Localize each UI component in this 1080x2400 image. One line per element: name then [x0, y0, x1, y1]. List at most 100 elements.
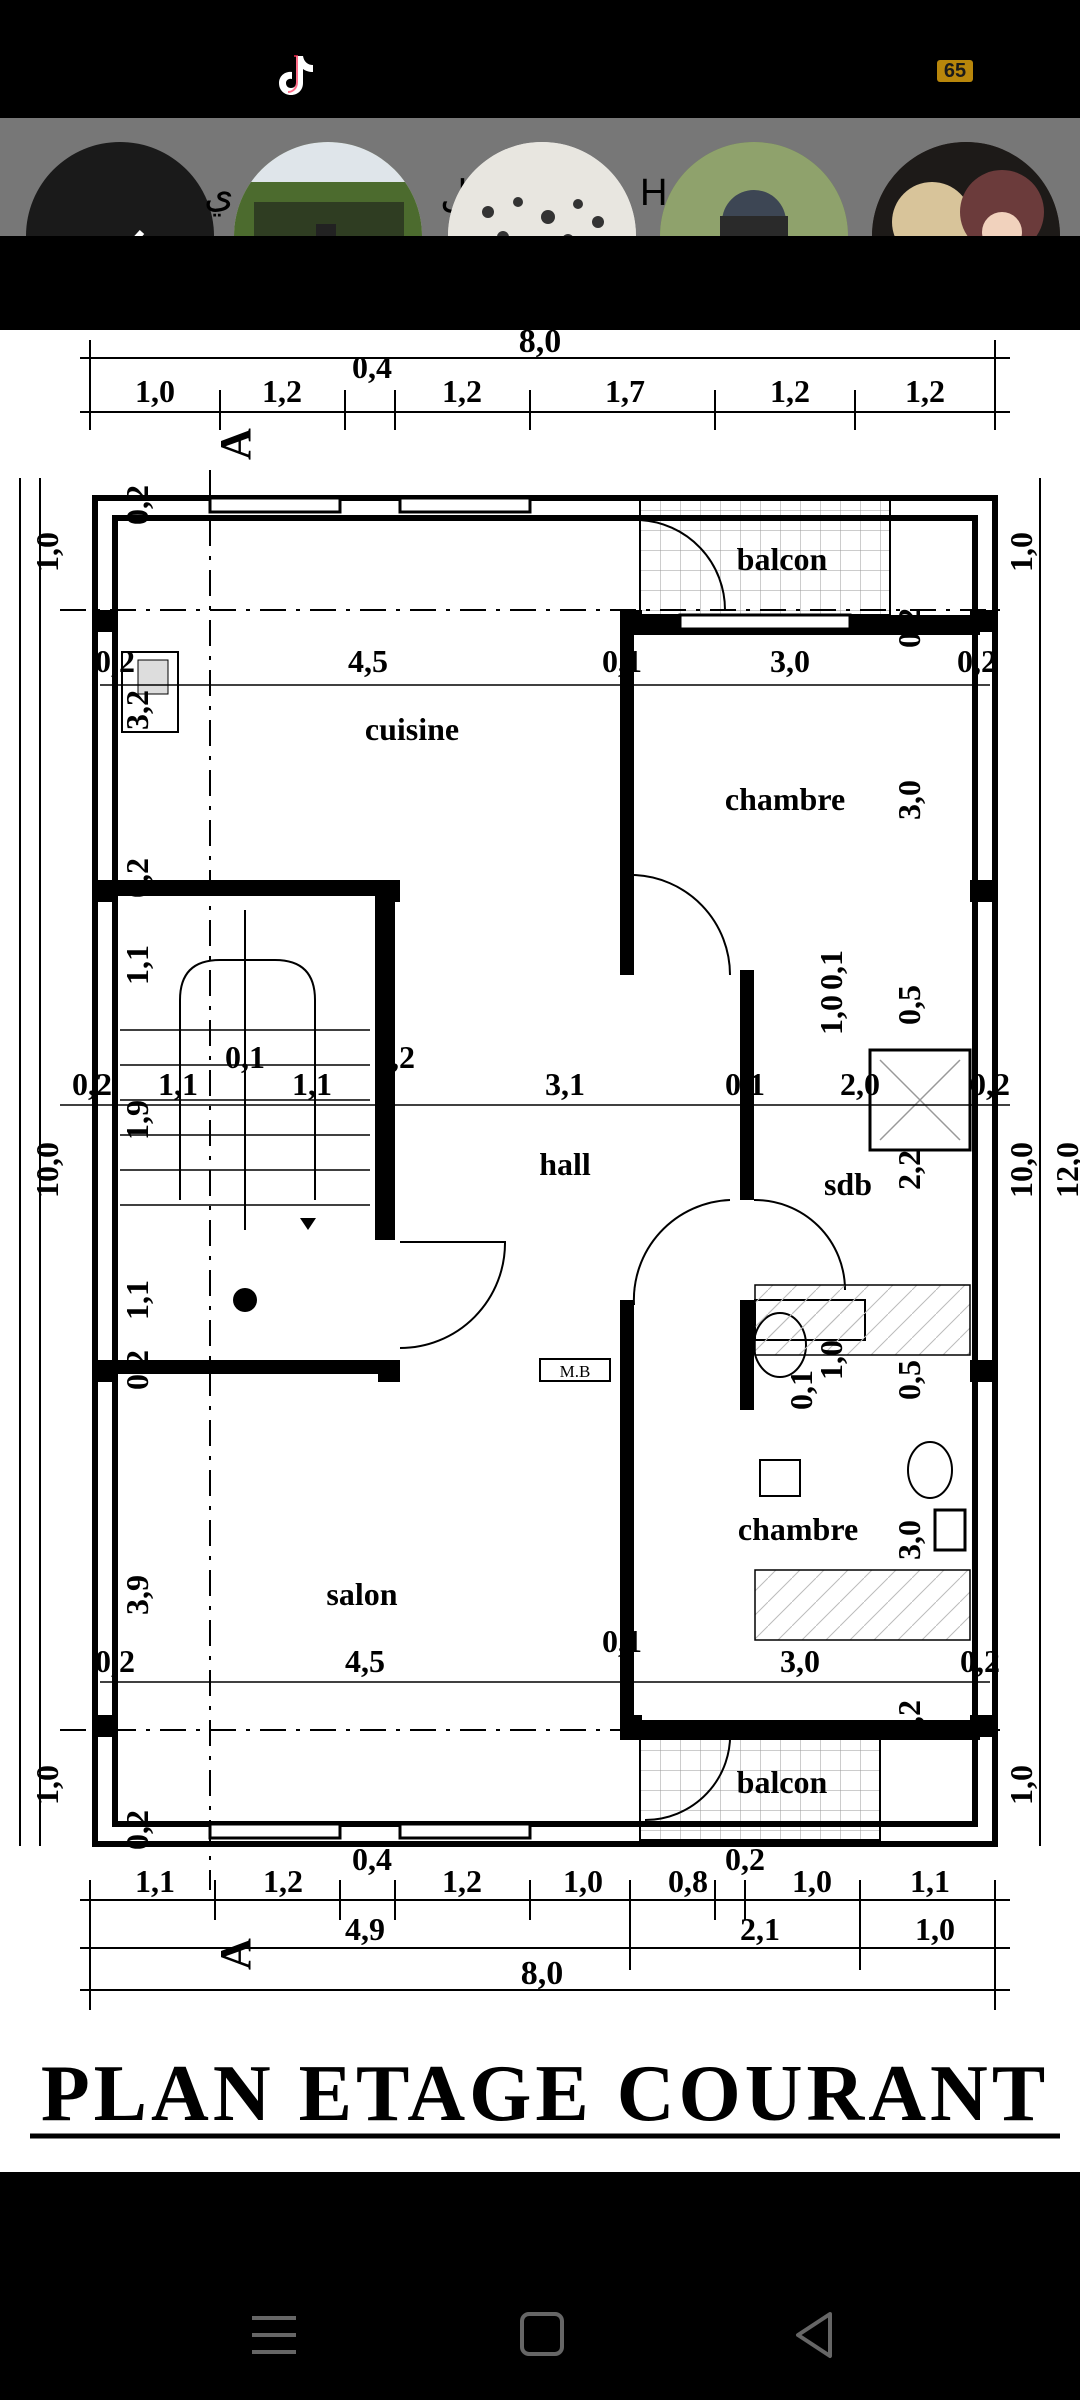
dim-bottom-total: 8,0: [521, 1955, 564, 1992]
dim: 2,0: [840, 1066, 880, 1102]
plan-title: PLAN ETAGE COURANT: [41, 2050, 1049, 2138]
battery-indicator: 65: [937, 60, 973, 82]
park-photo: [234, 142, 422, 236]
section-mark-top: A: [211, 428, 260, 460]
black-band: [0, 236, 1080, 330]
status-bar: 65: [0, 0, 1080, 118]
dim: 0,2: [375, 1039, 415, 1075]
dim-top: 1,7: [605, 373, 645, 409]
dim: 1,1: [292, 1066, 332, 1102]
dim-vertical: 1,0: [813, 995, 849, 1035]
stories-strip: ي ل H: [0, 118, 1080, 236]
dim: 0,2: [72, 1066, 112, 1102]
room-salon: salon: [326, 1576, 397, 1612]
dim-bottom-mid: 4,9: [345, 1911, 385, 1947]
dim-bottom: 0,8: [668, 1863, 708, 1899]
room-cuisine: cuisine: [365, 711, 459, 747]
dim: 4,5: [348, 643, 388, 679]
room-sdb: sdb: [824, 1166, 872, 1202]
dim-left: 1,0: [29, 1765, 65, 1805]
room-chambre-top: chambre: [725, 781, 845, 817]
dim: 0,2: [960, 1643, 1000, 1679]
dim-right: 1,0: [1003, 532, 1039, 572]
tiktok-icon: [279, 55, 313, 95]
dim-vertical: 2,2: [891, 1150, 927, 1190]
dim-vertical: 0,2: [119, 858, 155, 898]
dim: 0,2: [957, 643, 997, 679]
dim-stair: 1,1: [119, 945, 155, 985]
dim-bottom-mid: 1,0: [915, 1911, 955, 1947]
dim-vertical: 0,2: [119, 1350, 155, 1390]
dim-vertical: 0,1: [813, 950, 849, 990]
dim-top: 1,2: [905, 373, 945, 409]
dim-vertical: 0,5: [891, 1360, 927, 1400]
dim-top: 1,2: [770, 373, 810, 409]
messenger-icon: [134, 229, 145, 236]
navigation-bar: [0, 2172, 1080, 2400]
dim-bottom: 1,0: [563, 1863, 603, 1899]
dim-vertical: 3,2: [119, 690, 155, 730]
dim: 1,1: [158, 1066, 198, 1102]
room-balcon-top: balcon: [737, 541, 828, 577]
balcony-bottom: [639, 1724, 881, 1841]
dim: 0,2: [95, 1643, 135, 1679]
dim: 0,1: [725, 1066, 765, 1102]
room-chambre-bottom: chambre: [738, 1511, 858, 1547]
dim-vertical: 3,0: [891, 1520, 927, 1560]
messenger-story[interactable]: [26, 142, 214, 236]
dim: 3,0: [770, 643, 810, 679]
menu-icon[interactable]: [244, 2308, 304, 2362]
dim-right: 10,0: [1003, 1142, 1039, 1198]
dim-stair: 1,1: [119, 1280, 155, 1320]
story-avatar[interactable]: [448, 142, 636, 236]
dim: 4,5: [345, 1643, 385, 1679]
dim-stair: 1,9: [119, 1100, 155, 1140]
dim: 3,0: [780, 1643, 820, 1679]
dim-vertical: 3,9: [119, 1575, 155, 1615]
story-avatar[interactable]: [872, 142, 1060, 236]
dim-left: 1,0: [29, 532, 65, 572]
dim: 0,1: [602, 643, 642, 679]
dim-vertical: 0,2: [119, 485, 155, 525]
dim-bottom-small: 0,4: [352, 1841, 392, 1877]
pattern-photo: [448, 142, 636, 236]
dim-vertical: 1,0: [813, 1340, 849, 1380]
dim: 0,1: [602, 1623, 642, 1659]
dim-left: 10,0: [29, 1142, 65, 1198]
dim-right-far: 12,0: [1049, 1142, 1080, 1198]
dim-bottom: 1,0: [792, 1863, 832, 1899]
dim-top: 1,2: [262, 373, 302, 409]
story-label: ي: [204, 174, 234, 216]
dim-right: 1,0: [1003, 1765, 1039, 1805]
dim: 0,2: [970, 1066, 1010, 1102]
dim: 3,1: [545, 1066, 585, 1102]
story-avatar[interactable]: [660, 142, 848, 236]
dim-top-small: 0,4: [352, 349, 392, 385]
dim-vertical: 0,5: [891, 985, 927, 1025]
dim-top: 1,2: [442, 373, 482, 409]
dim-bottom: 1,1: [910, 1863, 950, 1899]
dim-top-total: 8,0: [519, 330, 562, 360]
dim-bottom-small: 0,2: [725, 1841, 765, 1877]
story-avatar[interactable]: [234, 142, 422, 236]
floor-plan-image: 8,0 1,0 1,2 0,4 1,2 1,7 1,2 1,2 A A: [0, 323, 1080, 2172]
section-mark-bottom: A: [211, 1938, 260, 1970]
story-label: H: [640, 172, 668, 214]
dim-vertical: 0,2: [891, 1700, 927, 1740]
dim: 0,2: [95, 643, 135, 679]
baby-photo: [872, 142, 1060, 236]
dim: 0,1: [225, 1039, 265, 1075]
dim-top: 1,0: [135, 373, 175, 409]
dim-vertical: 0,2: [891, 608, 927, 648]
dim-bottom: 1,2: [263, 1863, 303, 1899]
dim-vertical: 3,0: [891, 780, 927, 820]
dim-bottom-mid: 2,1: [740, 1911, 780, 1947]
dim-bottom: 1,2: [442, 1863, 482, 1899]
dim-vertical: 0,2: [119, 1810, 155, 1850]
floor-plan-drawing: 8,0 1,0 1,2 0,4 1,2 1,7 1,2 1,2 A A: [19, 323, 1080, 2139]
home-icon[interactable]: [512, 2308, 572, 2362]
back-icon[interactable]: [784, 2308, 844, 2362]
room-hall: hall: [539, 1146, 591, 1182]
mb-label: M.B: [560, 1362, 591, 1381]
room-balcon-bottom: balcon: [737, 1764, 828, 1800]
